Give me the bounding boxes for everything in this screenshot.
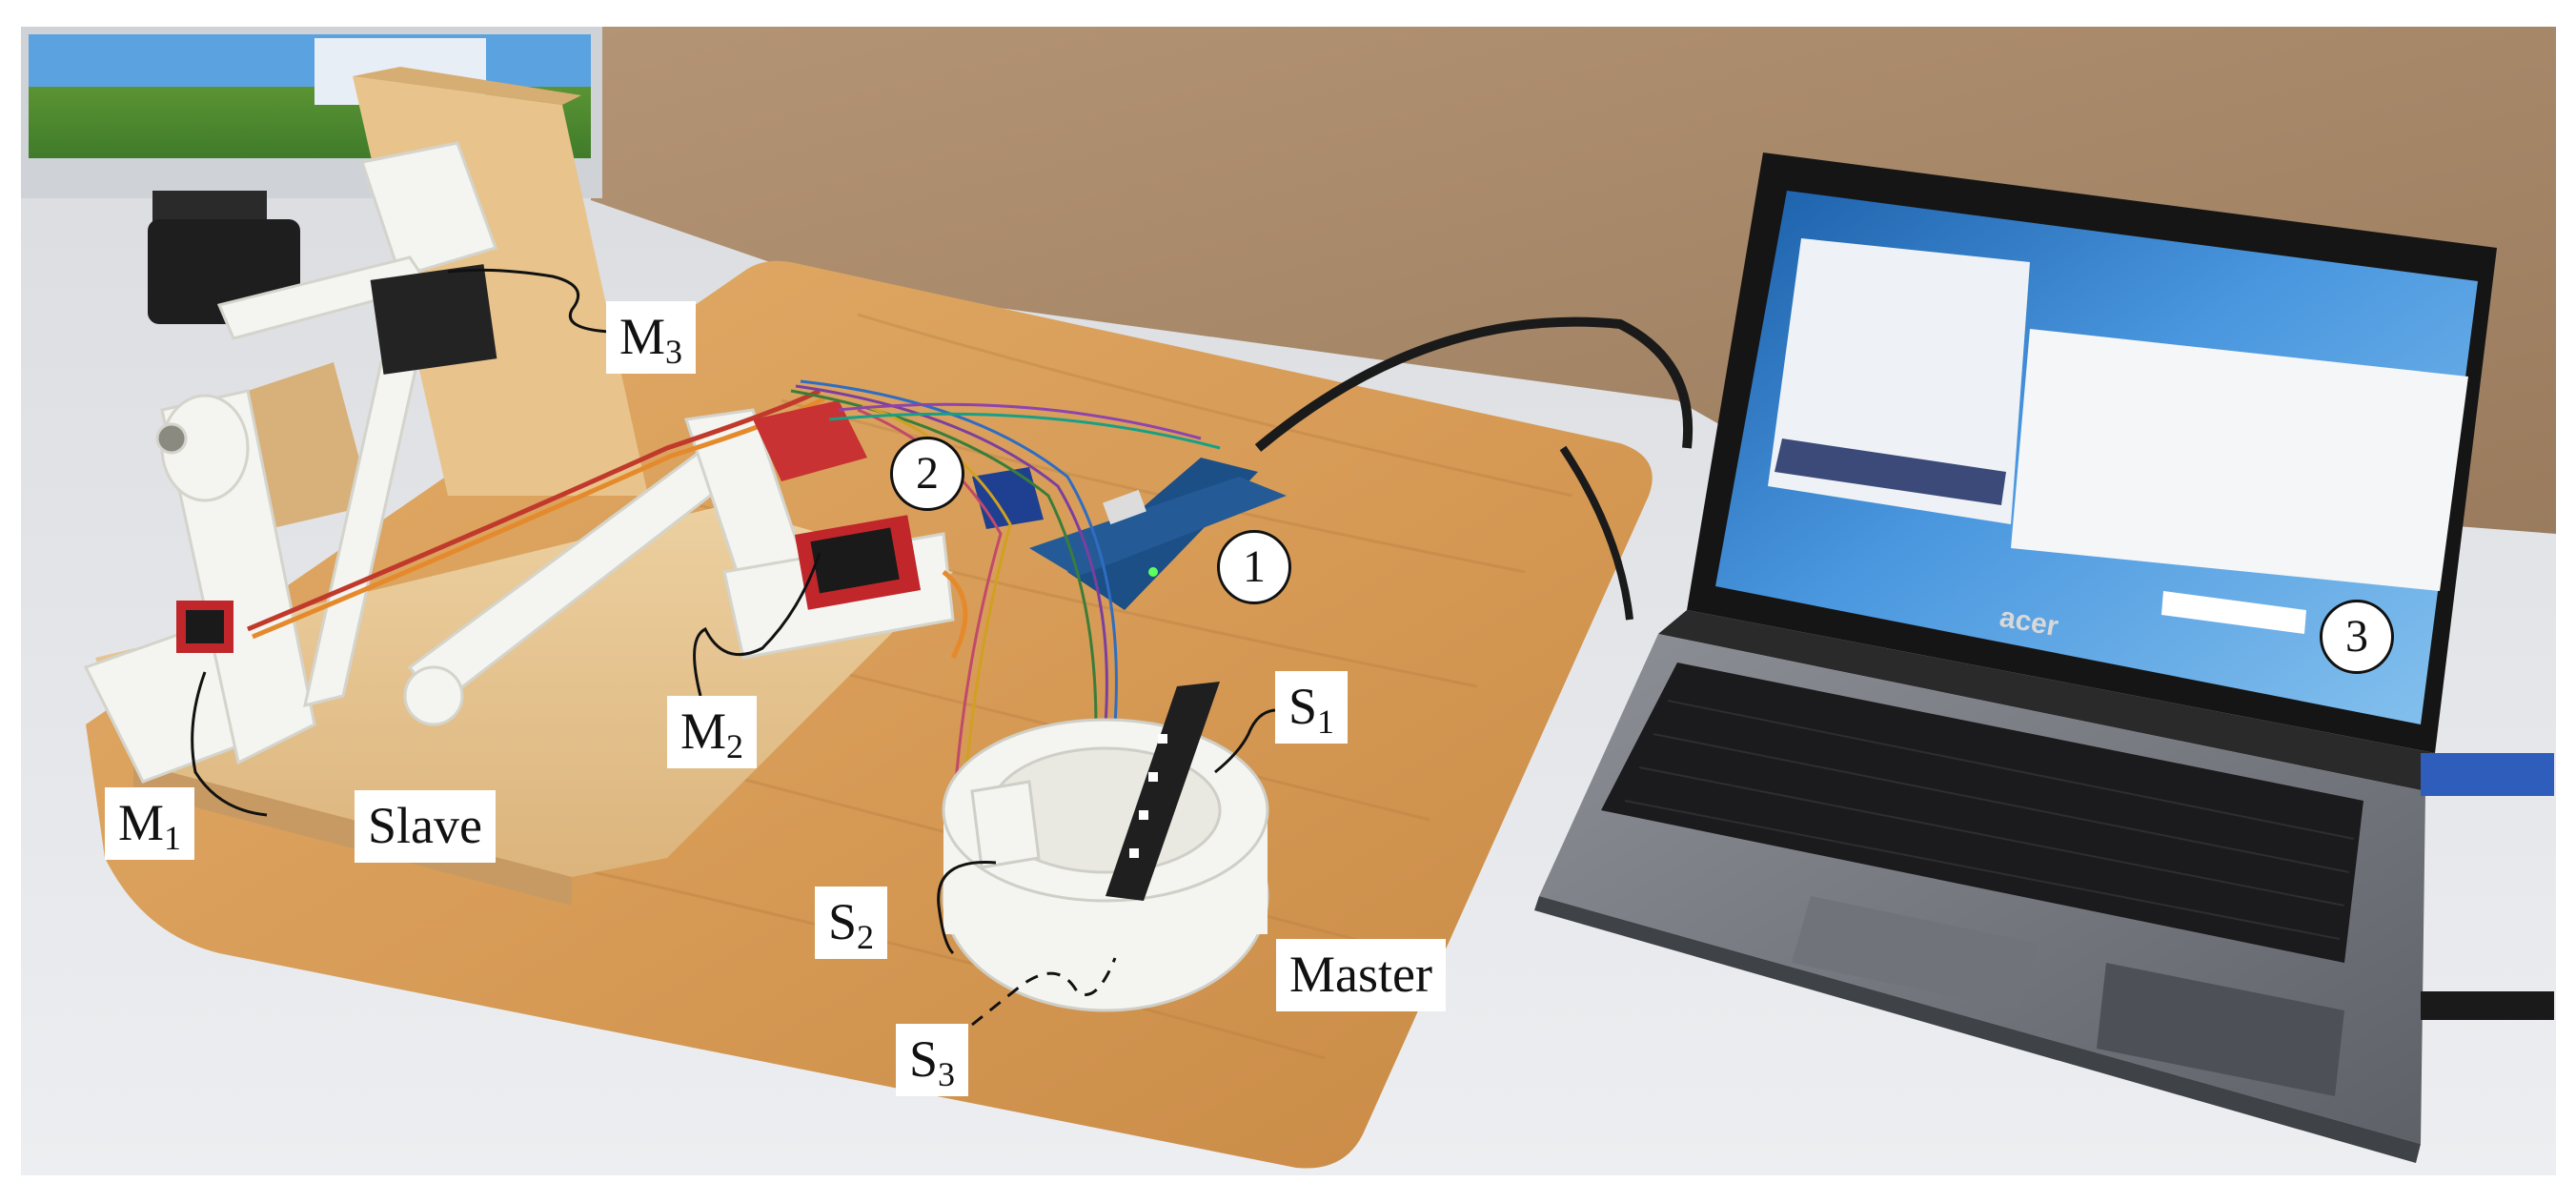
leader-s2 [937,861,997,955]
label-m3: M3 [606,301,697,374]
label-s2: S2 [815,887,888,959]
label-m2: M2 [667,696,758,768]
marker-1: 1 [1217,530,1291,604]
leader-m1 [191,671,268,817]
leader-m3 [447,268,611,334]
leader-m2 [693,552,821,697]
label-m1: M1 [105,787,195,860]
master-bar [1105,682,1220,901]
servo-motors [176,264,922,653]
leader-s1 [1214,708,1278,774]
marker-2: 2 [890,437,964,511]
arduino-board [1029,458,1287,610]
laptop [1534,153,2554,1163]
label-s3: S3 [896,1024,969,1096]
label-s1: S1 [1275,671,1349,744]
label-slave: Slave [355,790,496,863]
leader-s3 [971,957,1117,1027]
marker-3: 3 [2320,600,2394,674]
label-master: Master [1276,939,1446,1011]
